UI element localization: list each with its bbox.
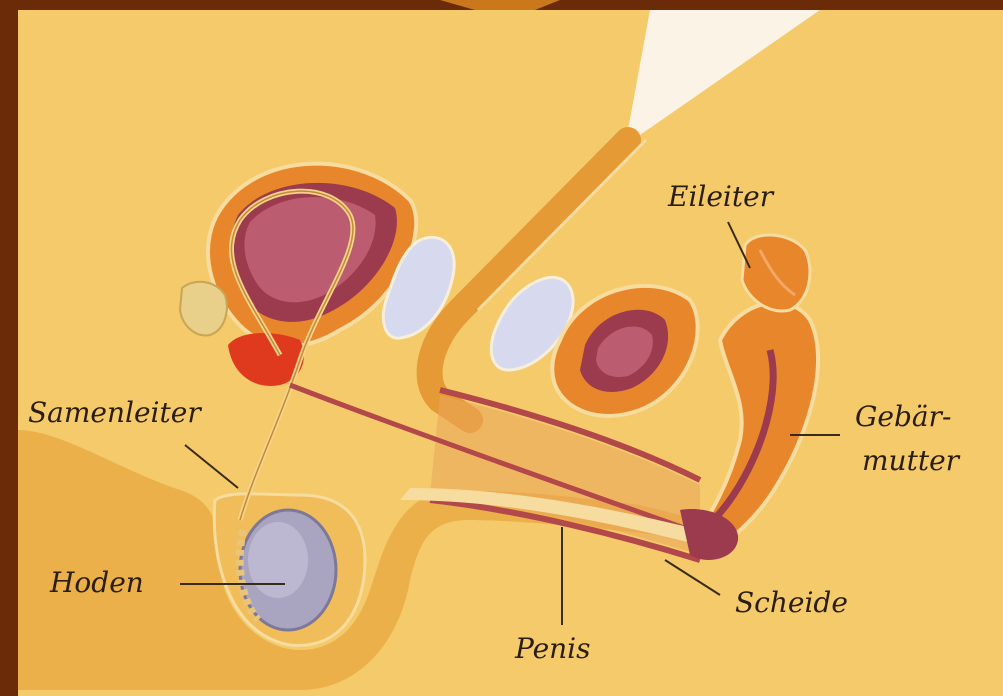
label-scheide: Scheide (735, 586, 848, 619)
label-gebaermutter-line2: mutter (862, 444, 961, 477)
label-penis: Penis (514, 632, 591, 665)
testis-highlight (248, 522, 308, 598)
label-hoden: Hoden (49, 566, 144, 599)
label-eileiter: Eileiter (667, 180, 775, 213)
label-gebaermutter-line1: Gebär- (855, 400, 951, 433)
label-samenleiter: Samenleiter (28, 396, 202, 429)
seminal-vesicle (180, 282, 227, 336)
